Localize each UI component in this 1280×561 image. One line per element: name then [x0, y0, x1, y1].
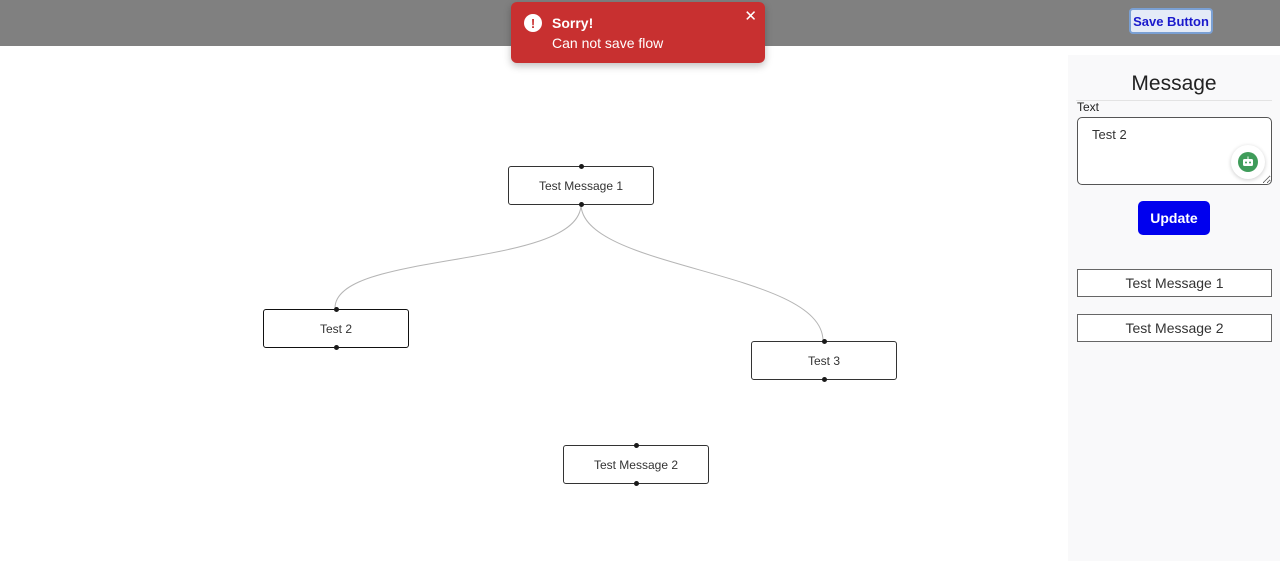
node-label: Test 3	[807, 353, 840, 368]
target-handle[interactable]	[333, 307, 339, 312]
message-list-item[interactable]: Test Message 1	[1077, 269, 1272, 297]
target-handle[interactable]	[821, 339, 827, 344]
error-icon: !	[524, 14, 542, 32]
source-handle[interactable]	[633, 481, 639, 486]
robot-icon	[1238, 152, 1258, 172]
node-label: Test Message 1	[538, 178, 624, 193]
settings-panel: Message Text Test 2 Update Test Message …	[1068, 55, 1280, 561]
flow-node-test-2[interactable]: Test 2	[263, 307, 409, 350]
save-button[interactable]: Save Button	[1129, 8, 1213, 34]
toast-title: Sorry!	[552, 15, 594, 31]
node-label: Test 2	[319, 321, 352, 336]
source-handle[interactable]	[333, 345, 339, 350]
close-icon[interactable]: ✕	[744, 8, 757, 25]
flow-node-test-message-2[interactable]: Test Message 2	[563, 443, 709, 486]
flow-node-test-3[interactable]: Test 3	[751, 339, 897, 382]
target-handle[interactable]	[633, 443, 639, 448]
update-button[interactable]: Update	[1138, 201, 1210, 235]
source-handle[interactable]	[578, 202, 584, 207]
target-handle[interactable]	[578, 164, 584, 169]
toast-message: Can not save flow	[552, 35, 664, 51]
source-handle[interactable]	[821, 377, 827, 382]
panel-title: Message	[1076, 72, 1272, 101]
assistant-bot-button[interactable]	[1231, 145, 1265, 179]
flow-canvas[interactable]	[0, 46, 1068, 561]
message-list-item[interactable]: Test Message 2	[1077, 314, 1272, 342]
text-label: Text	[1077, 100, 1100, 114]
node-label: Test Message 2	[593, 457, 679, 472]
error-toast: ! Sorry! Can not save flow ✕	[511, 2, 765, 63]
flow-node-test-message-1[interactable]: Test Message 1	[508, 164, 654, 207]
